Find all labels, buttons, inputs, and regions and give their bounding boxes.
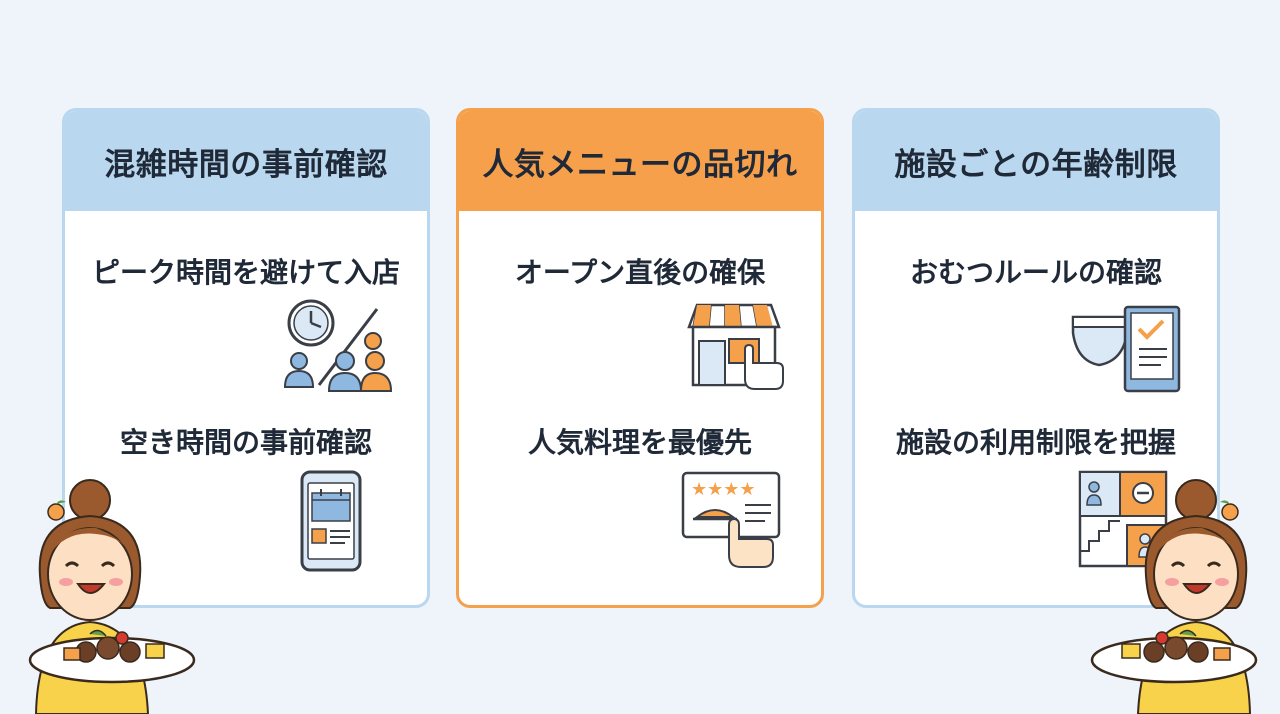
diaper-checklist-icon [1069, 303, 1181, 399]
clock-crowd-icon [277, 297, 397, 401]
item-title: オープン直後の確保 [514, 256, 766, 289]
card-header: 人気メニューの品切れ [459, 111, 821, 211]
facility-map-icon [1077, 469, 1169, 573]
item-title: 施設の利用制限を把握 [895, 426, 1176, 459]
card-popular-menu: 人気メニューの品切れ オープン直後の確保 人気料理を最優先 ★★★★ [456, 108, 824, 608]
girl-with-food-platter-illustration [1088, 476, 1260, 714]
item-title: 空き時間の事前確認 [119, 426, 372, 459]
rated-menu-tap-icon: ★★★★ [679, 469, 783, 577]
card-header: 混雑時間の事前確認 [65, 111, 427, 211]
girl-with-food-platter-illustration [26, 476, 198, 714]
card-age-limits: 施設ごとの年齢制限 おむつルールの確認 施設の利用制限を把握 [852, 108, 1220, 608]
smartphone-calendar-icon [299, 469, 363, 577]
storefront-tap-icon [683, 299, 787, 395]
svg-text:★★★★: ★★★★ [691, 479, 756, 500]
card-congestion: 混雑時間の事前確認 ピーク時間を避けて入店 空き時間の事前確認 [62, 108, 430, 608]
item-title: 人気料理を最優先 [527, 426, 752, 459]
item-title: ピーク時間を避けて入店 [91, 256, 400, 289]
card-header: 施設ごとの年齢制限 [855, 111, 1217, 211]
item-title: おむつルールの確認 [909, 256, 1162, 289]
